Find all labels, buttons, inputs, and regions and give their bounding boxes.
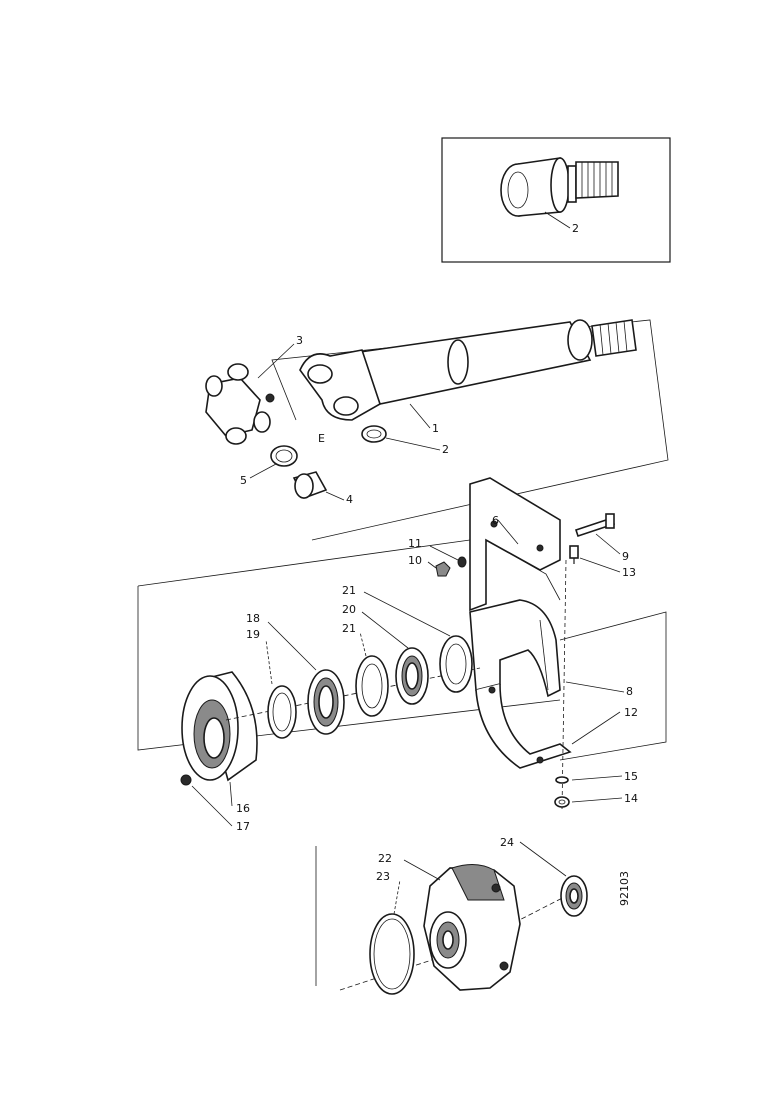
- bearing-cradle-8: [469, 599, 572, 769]
- ring-19: [267, 685, 297, 739]
- center-bearing-housing-16: [181, 671, 258, 782]
- callout-11: 11: [408, 537, 422, 550]
- bearing-cup-2: [361, 425, 387, 443]
- callout-15: 15: [624, 770, 638, 783]
- callout-19: 19: [246, 628, 260, 641]
- callout-22: 22: [378, 852, 392, 865]
- callout-21-outer: 21: [342, 584, 356, 597]
- callout-21-inner: 21: [342, 622, 356, 635]
- upper-section-frame: [271, 319, 669, 541]
- callout-18: 18: [246, 612, 260, 625]
- seal-24: [560, 875, 588, 917]
- callout-8: 8: [626, 685, 633, 698]
- callout-13: 13: [622, 566, 636, 579]
- nut-14: [554, 796, 570, 808]
- propeller-shaft: [299, 319, 637, 421]
- washer-11: [457, 556, 467, 568]
- stub-shaft-inset: [500, 157, 619, 217]
- support-bracket-6: [469, 477, 561, 612]
- universal-joint-spider: [205, 363, 275, 445]
- callout-2: 2: [442, 443, 449, 456]
- ring-21-inner: [355, 655, 389, 717]
- ring-21-outer: [439, 635, 473, 693]
- callout-5: 5: [240, 474, 247, 487]
- callout-14: 14: [624, 792, 638, 805]
- callout-9: 9: [622, 550, 629, 563]
- drawing-code: 92103: [618, 871, 631, 906]
- bolt-13: [569, 545, 579, 564]
- callout-17: 17: [236, 820, 250, 833]
- callout-2-inset: 2: [572, 222, 579, 235]
- callout-24: 24: [500, 836, 514, 849]
- o-ring-23: [369, 913, 415, 995]
- gearbox-flange-housing-22: [423, 864, 521, 991]
- callout-3: 3: [296, 334, 303, 347]
- inset-box: 2: [441, 137, 671, 263]
- bolt-9: [574, 513, 616, 538]
- seal-20: [395, 647, 429, 705]
- bearing-cup-4: [292, 471, 328, 499]
- callout-e: E: [318, 432, 325, 445]
- grease-nipple-17: [180, 774, 192, 786]
- callout-4: 4: [346, 493, 353, 506]
- seal-ring-5: [270, 445, 298, 467]
- callout-12: 12: [624, 706, 638, 719]
- callout-6: 6: [492, 514, 499, 527]
- middle-section-frame: [137, 539, 667, 761]
- ball-bearing-18: [307, 669, 345, 735]
- callout-1: 1: [432, 422, 439, 435]
- callout-20: 20: [342, 603, 356, 616]
- callout-16: 16: [236, 802, 250, 815]
- callout-10: 10: [408, 554, 422, 567]
- callout-23: 23: [376, 870, 390, 883]
- nut-10: [435, 561, 451, 577]
- washer-15: [555, 776, 569, 784]
